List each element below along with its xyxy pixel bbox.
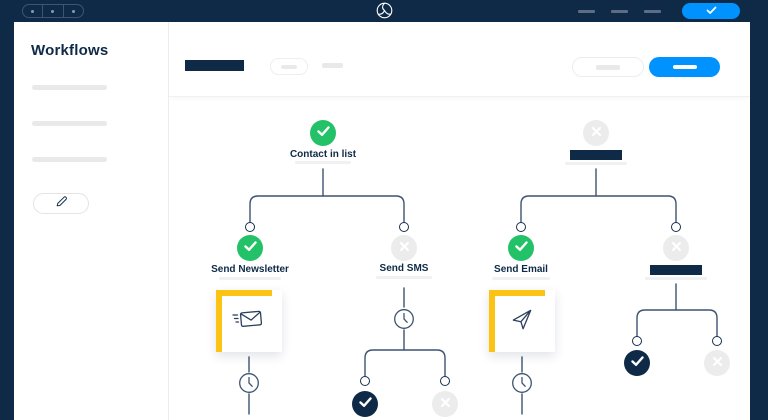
x-icon	[591, 124, 602, 142]
primary-button[interactable]	[649, 57, 720, 77]
card-accent	[489, 290, 495, 352]
node-contact-in-list[interactable]	[310, 120, 336, 146]
sidebar-item-placeholder[interactable]	[32, 85, 107, 90]
connector-dot	[632, 336, 642, 346]
email-card[interactable]	[489, 290, 555, 352]
browser-topbar	[0, 0, 768, 22]
dot-icon	[31, 9, 35, 13]
menu-item-placeholder[interactable]	[578, 10, 595, 13]
card-accent	[489, 290, 546, 296]
connector-dot	[360, 376, 370, 386]
envelope-send-icon	[232, 307, 266, 336]
toggle-placeholder	[281, 64, 297, 69]
sidebar: Workflows	[14, 22, 169, 420]
workflow-title-placeholder	[185, 60, 244, 71]
card-accent	[216, 290, 273, 296]
right-edge-panel	[750, 22, 768, 420]
check-icon	[706, 2, 717, 20]
node-label-send-newsletter: Send Newsletter	[211, 264, 289, 275]
x-icon	[440, 395, 451, 413]
header-placeholder-text	[322, 63, 343, 68]
paper-plane-icon	[509, 306, 535, 337]
left-edge-panel	[0, 22, 14, 420]
node-label-placeholder	[650, 265, 702, 275]
sidebar-item-placeholder[interactable]	[32, 121, 107, 126]
button-label-placeholder	[672, 65, 697, 69]
menu-item-placeholder[interactable]	[611, 10, 628, 13]
node-label-placeholder	[570, 150, 622, 160]
status-toggle[interactable]	[270, 58, 308, 75]
check-icon	[243, 239, 257, 257]
nav-forward-button[interactable]	[43, 5, 64, 17]
node-completed-dark[interactable]	[624, 350, 650, 376]
newsletter-card[interactable]	[216, 290, 282, 352]
secondary-button[interactable]	[572, 57, 644, 77]
sidebar-item-placeholder[interactable]	[32, 157, 107, 162]
connector-dot	[516, 222, 526, 232]
card-accent	[216, 290, 222, 352]
wait-step-clock-icon[interactable]	[238, 372, 260, 394]
node-completed-dark[interactable]	[352, 391, 378, 417]
check-icon	[358, 395, 372, 413]
x-icon	[671, 239, 682, 257]
nav-history-control[interactable]	[22, 4, 84, 18]
edit-workflow-button[interactable]	[33, 193, 89, 214]
dot-icon	[71, 9, 75, 13]
label-underline	[376, 276, 432, 279]
node-skipped[interactable]	[704, 350, 730, 376]
pencil-icon	[55, 195, 68, 213]
button-label-placeholder	[596, 64, 620, 70]
label-underline	[219, 277, 281, 280]
nav-back-button[interactable]	[23, 5, 44, 17]
label-underline	[492, 277, 550, 280]
check-icon	[514, 239, 528, 257]
node-label-send-sms: Send SMS	[379, 263, 429, 274]
dot-icon	[51, 9, 55, 13]
node-skipped[interactable]	[432, 391, 458, 417]
confirm-button[interactable]	[682, 3, 740, 19]
node-root-skipped[interactable]	[583, 120, 609, 146]
connector-dot	[671, 222, 681, 232]
label-underline	[565, 162, 627, 165]
wait-step-clock-icon[interactable]	[511, 372, 533, 394]
nav-reload-button[interactable]	[64, 5, 83, 17]
node-label-contact-in-list: Contact in list	[289, 149, 357, 160]
menu-item-placeholder[interactable]	[644, 10, 661, 13]
check-icon	[316, 124, 330, 142]
connector-dot	[399, 222, 409, 232]
label-underline	[295, 161, 351, 164]
node-send-email[interactable]	[508, 235, 534, 261]
brand-swirl-logo-icon	[376, 2, 393, 24]
x-icon	[399, 239, 410, 257]
workflow-header	[169, 22, 750, 97]
wait-step-clock-icon[interactable]	[393, 308, 415, 330]
connector-dot	[245, 222, 255, 232]
connector-dot	[712, 336, 722, 346]
node-label-send-email: Send Email	[494, 264, 548, 275]
node-skipped[interactable]	[663, 235, 689, 261]
node-send-newsletter[interactable]	[237, 235, 263, 261]
label-underline	[645, 277, 707, 280]
check-icon	[630, 354, 644, 372]
node-send-sms[interactable]	[391, 235, 417, 261]
connector-dot	[440, 376, 450, 386]
x-icon	[712, 354, 723, 372]
sidebar-title: Workflows	[31, 42, 109, 59]
